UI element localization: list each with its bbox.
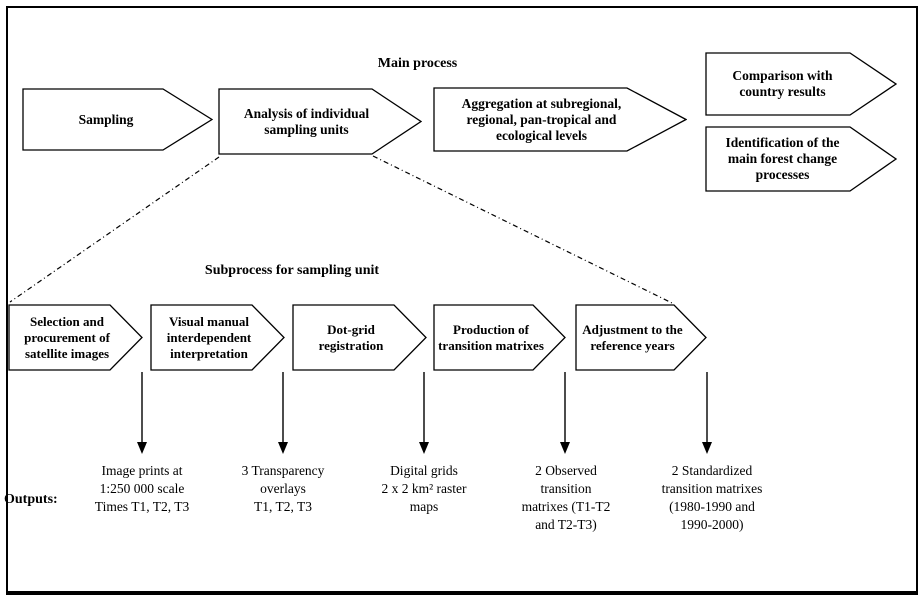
output-line: (1980-1990 and — [669, 499, 755, 514]
arrow-shape — [292, 304, 427, 371]
result-label: Comparison with country results — [732, 68, 833, 99]
result-forest-change-processes: Identification of the main forest change… — [705, 126, 897, 192]
output-line: 1990-2000) — [680, 517, 744, 532]
subprocess-heading: Subprocess for sampling unit — [204, 263, 380, 278]
output-line: 2 Standardized — [671, 463, 753, 478]
substep-label: Adjustment to the reference years — [582, 321, 683, 353]
step-aggregation: Aggregation at subregional, regional, pa… — [433, 87, 687, 152]
output-line: maps — [409, 499, 439, 514]
down-arrow-icon — [560, 372, 570, 454]
output-transparency-overlays: 3 Transparency overlays T1, T2, T3 — [198, 462, 368, 516]
output-observed-matrixes: 2 Observed transition matrixes (T1-T2 an… — [481, 462, 651, 534]
substep-visual-interpretation: Visual manual interdependent interpretat… — [150, 304, 285, 371]
diagram-border — [6, 6, 918, 595]
substep-label: Dot-grid registration — [318, 321, 384, 353]
output-line: matrixes (T1-T2 — [521, 499, 611, 514]
substep-label: Selection and procurement of satellite i… — [24, 313, 110, 361]
output-line: 2 Observed — [535, 463, 597, 478]
arrow-shape — [22, 88, 213, 151]
arrow-shape — [150, 304, 285, 371]
substep-label: Visual manual interdependent interpretat… — [166, 313, 252, 361]
substep-selection-satellite-images: Selection and procurement of satellite i… — [8, 304, 143, 371]
arrow-shape — [433, 87, 687, 152]
down-arrow-icon — [702, 372, 712, 454]
substep-dot-grid-registration: Dot-grid registration — [292, 304, 427, 371]
arrow-shape — [575, 304, 707, 371]
output-line: 2 x 2 km² raster — [381, 481, 467, 496]
output-standardized-matrixes: 2 Standardized transition matrixes (1980… — [622, 462, 802, 534]
down-arrow-icon — [137, 372, 147, 454]
outputs-label: Outputs: — [4, 492, 58, 507]
output-line: transition — [540, 481, 592, 496]
step-label: Aggregation at subregional, regional, pa… — [461, 95, 622, 143]
output-line: overlays — [260, 481, 306, 496]
output-line: Times T1, T2, T3 — [94, 499, 190, 514]
step-label: Analysis of individual sampling units — [243, 105, 370, 137]
down-arrow-icon — [278, 372, 288, 454]
output-line: 1:250 000 scale — [99, 481, 185, 496]
output-image-prints: Image prints at 1:250 000 scale Times T1… — [57, 462, 227, 516]
result-label: Identification of the main forest change… — [725, 135, 840, 182]
main-process-heading: Main process — [377, 56, 458, 71]
output-digital-grids: Digital grids 2 x 2 km² raster maps — [339, 462, 509, 516]
output-line: 3 Transparency — [241, 463, 325, 478]
substep-adjustment-reference-years: Adjustment to the reference years — [575, 304, 707, 371]
arrow-shape — [433, 304, 566, 371]
substep-label: Production of transition matrixes — [438, 321, 544, 353]
arrow-shape — [705, 52, 897, 116]
output-line: transition matrixes — [661, 481, 763, 496]
output-line: Image prints at — [101, 463, 183, 478]
arrow-shape — [705, 126, 897, 192]
arrow-shape — [218, 88, 422, 155]
down-arrow-icon — [419, 372, 429, 454]
output-line: and T2-T3) — [535, 517, 597, 532]
result-comparison-country: Comparison with country results — [705, 52, 897, 116]
substep-transition-matrixes: Production of transition matrixes — [433, 304, 566, 371]
output-line: Digital grids — [390, 463, 458, 478]
arrow-shape — [8, 304, 143, 371]
step-sampling: Sampling — [22, 88, 213, 151]
step-label: Sampling — [78, 111, 134, 127]
step-analysis-sampling-units: Analysis of individual sampling units — [218, 88, 422, 155]
output-line: T1, T2, T3 — [253, 499, 312, 514]
